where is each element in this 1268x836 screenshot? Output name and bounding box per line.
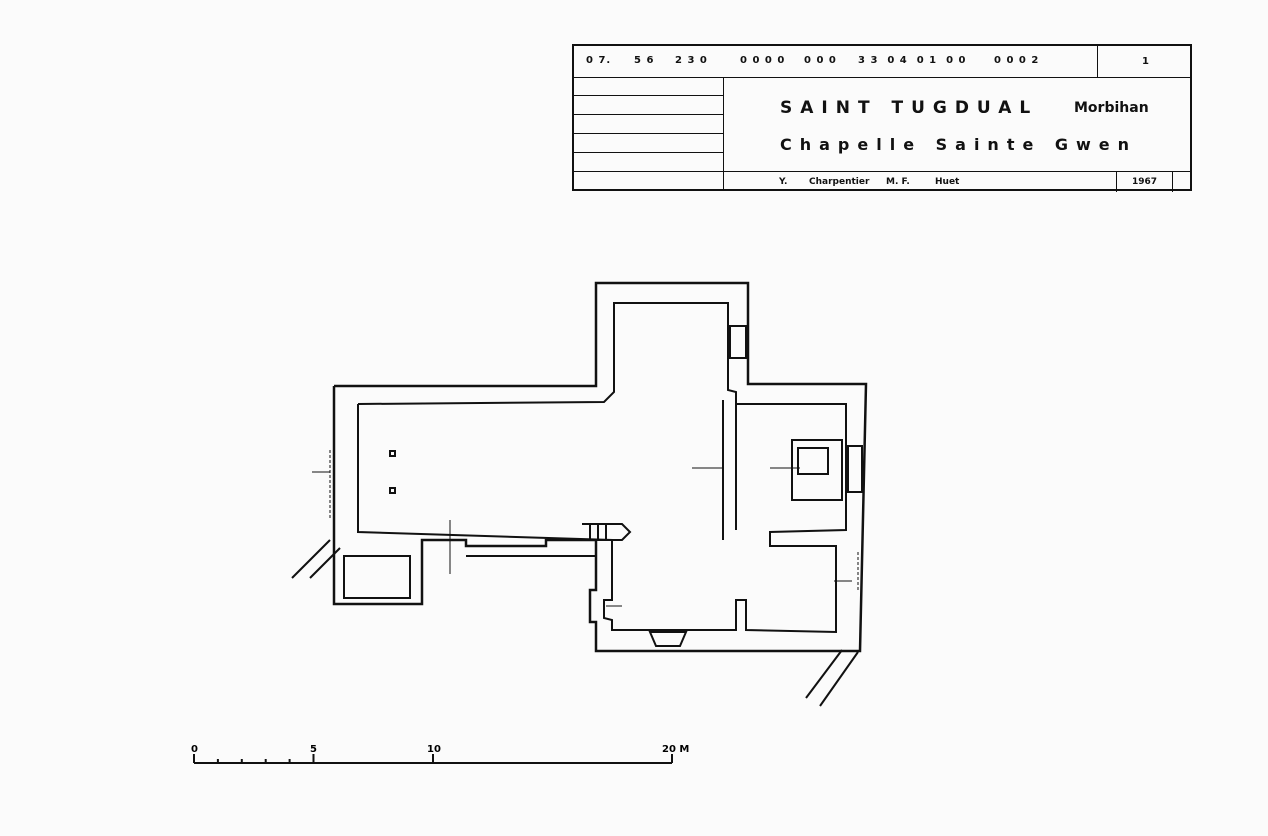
scale-bar <box>193 754 673 764</box>
reference-code-row: 0 7. 5 6 2 3 0 0 0 0 0 0 0 0 3 3 0 4 0 1… <box>574 46 1190 78</box>
code-5: 3 3 0 4 0 1 0 0 <box>858 55 967 66</box>
scale-label-20: 20 M <box>662 744 689 755</box>
code-3: 0 0 0 0 <box>740 55 786 66</box>
authors-row: Y. Charpentier M. F. Huet 1967 <box>723 171 1192 192</box>
title-block: 0 7. 5 6 2 3 0 0 0 0 0 0 0 0 3 3 0 4 0 1… <box>572 44 1192 192</box>
stair <box>582 523 632 541</box>
outer-walls <box>332 281 868 653</box>
porch <box>343 555 411 599</box>
author-name-1: Charpentier <box>809 177 870 187</box>
commune-name: SAINT TUGDUAL <box>780 98 1039 118</box>
window-south <box>648 631 688 647</box>
code-1: 5 6 <box>634 55 655 66</box>
scale-label-0: 0 <box>191 744 198 755</box>
window-choir <box>729 325 747 359</box>
nave-inner-outline <box>357 302 847 634</box>
outer-wall-outline <box>332 281 868 653</box>
entry-arrows <box>312 467 852 607</box>
year: 1967 <box>1116 172 1173 192</box>
buttress-line <box>309 547 341 579</box>
code-6: 0 0 0 2 <box>994 55 1040 66</box>
scale-label-5: 5 <box>310 744 317 755</box>
code-2: 2 3 0 <box>675 55 708 66</box>
altar <box>797 447 829 475</box>
buttress-line <box>819 651 859 707</box>
department-name: Morbihan <box>1074 100 1149 116</box>
author-name-2: Huet <box>935 177 960 187</box>
blank-rows <box>574 77 724 191</box>
buttress-line <box>291 539 331 579</box>
door-markers <box>329 450 859 620</box>
buttress-line <box>805 649 843 699</box>
window-east <box>847 445 863 493</box>
sheet-number: 1 <box>1097 46 1193 77</box>
code-4: 0 0 0 <box>804 55 837 66</box>
pillar-1 <box>389 450 396 457</box>
pillar-2 <box>389 487 396 494</box>
inner-walls <box>291 302 863 707</box>
building-name: Chapelle Sainte Gwen <box>780 135 1138 154</box>
author-initial-1: Y. <box>779 177 788 187</box>
code-0: 0 7. <box>586 55 612 66</box>
scale-label-10: 10 <box>427 744 441 755</box>
author-initial-2: M. F. <box>886 177 910 187</box>
altar-platform <box>791 439 843 501</box>
